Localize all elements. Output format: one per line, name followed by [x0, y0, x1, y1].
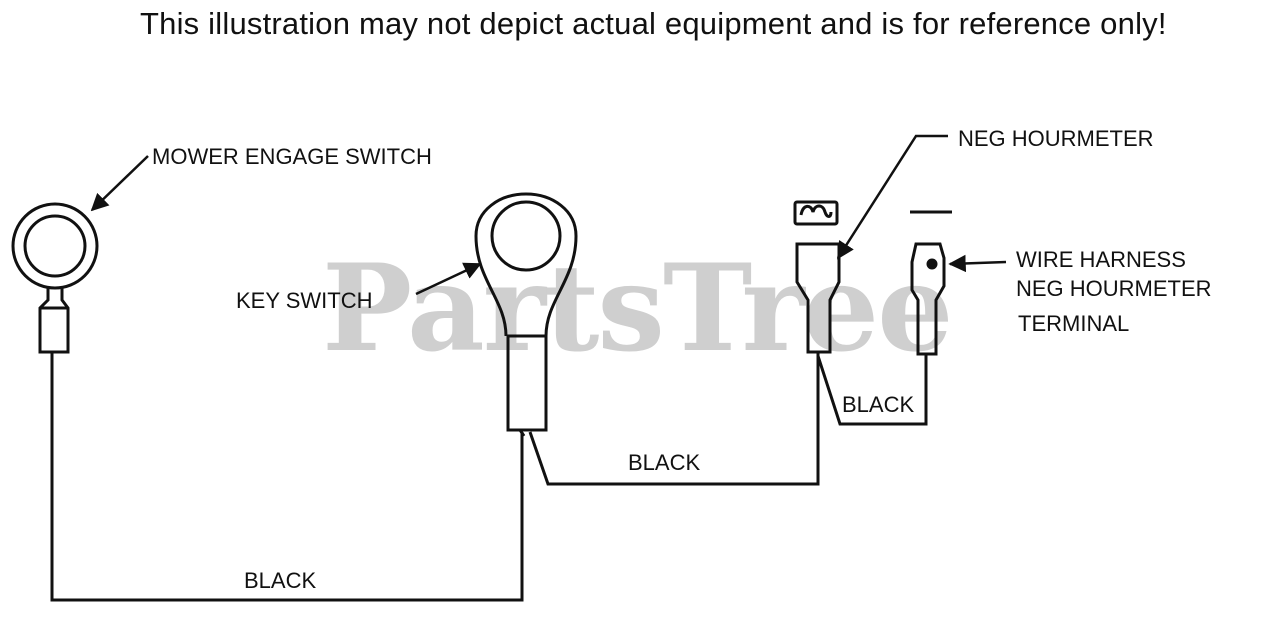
leader-neg-hourmeter — [836, 134, 948, 260]
label-wire-black-right: BLACK — [842, 392, 914, 417]
label-neg-hourmeter: NEG HOURMETER — [958, 126, 1154, 151]
label-key-switch: KEY SWITCH — [236, 288, 373, 313]
wire-hourmeter-to-harness — [816, 354, 928, 426]
leader-wire-harness — [948, 254, 1007, 273]
mower-engage-switch-terminal — [11, 202, 99, 354]
label-wire-harness-line3: TERMINAL — [1018, 311, 1129, 336]
disclaimer-text: This illustration may not depict actual … — [140, 6, 1167, 41]
neg-hourmeter-connector — [793, 200, 841, 354]
label-wire-harness-line1: WIRE HARNESS — [1016, 247, 1186, 272]
leader-mower-engage — [90, 155, 149, 212]
leader-key-switch — [415, 262, 482, 296]
wire-harness-terminal — [910, 210, 952, 356]
label-mower-engage-switch: MOWER ENGAGE SWITCH — [152, 144, 432, 169]
label-wire-black-middle: BLACK — [628, 450, 700, 475]
label-wire-black-bottom: BLACK — [244, 568, 316, 593]
watermark: PartsTree — [322, 238, 953, 379]
wire-key-to-hourmeter — [528, 352, 820, 486]
label-wire-harness-line2: NEG HOURMETER — [1016, 276, 1212, 301]
key-switch-terminal — [474, 192, 578, 437]
wires — [50, 352, 928, 602]
wire-mower-to-key — [50, 352, 524, 602]
